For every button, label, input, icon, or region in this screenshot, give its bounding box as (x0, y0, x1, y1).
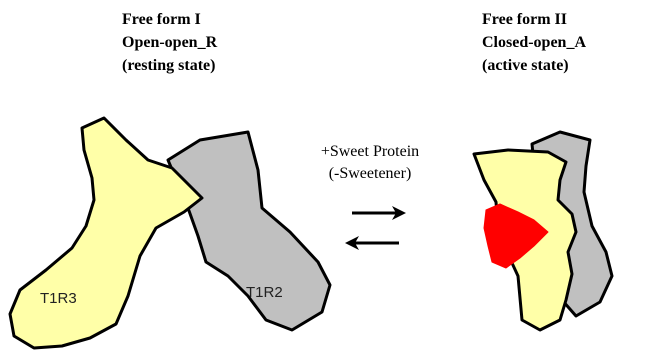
right-state-heading: Free form II Closed-open_A (active state… (482, 8, 586, 77)
t1r3-subunit-left (8, 116, 204, 350)
right-state-name: Free form II (482, 11, 567, 28)
reaction-label: +Sweet Protein (-Sweetener) (300, 141, 440, 185)
reaction-add-label: +Sweet Protein (320, 143, 420, 160)
left-state-name: Free form I (122, 11, 201, 28)
equilibrium-arrows (345, 206, 406, 250)
t1r2-label: T1R2 (246, 284, 283, 301)
sweet-protein-ligand (483, 203, 549, 269)
left-state-description: (resting state) (122, 57, 216, 74)
t1r3-label: T1R3 (40, 290, 77, 307)
right-state-description: (active state) (482, 57, 569, 74)
right-state-conformation: Closed-open_A (482, 34, 587, 51)
reaction-remove-label: (-Sweetener) (328, 165, 412, 182)
left-state-conformation: Open-open_R (122, 34, 218, 51)
t1r2-subunit-left (166, 130, 332, 332)
left-state-heading: Free form I Open-open_R (resting state) (122, 8, 217, 77)
